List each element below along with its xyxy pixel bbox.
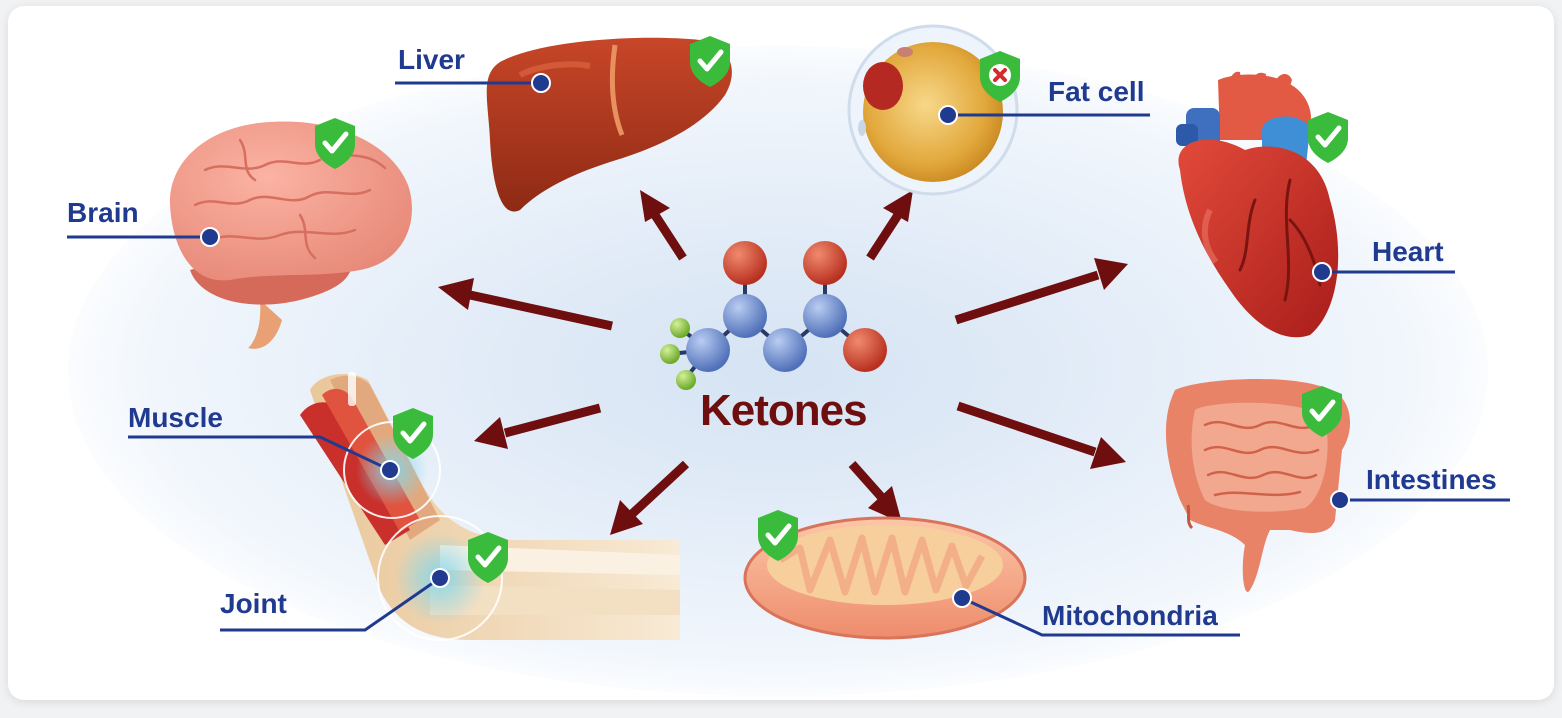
cross-shield-icon [980, 51, 1020, 102]
arrow-to-muscle [474, 403, 602, 449]
oxygen-atom [843, 328, 887, 372]
brain-illustration [169, 118, 412, 349]
intestines-illustration [1165, 378, 1351, 592]
arrow-to-mitochondria [848, 461, 902, 523]
oxygen-atom [723, 241, 767, 285]
label-mitochondria: Mitochondria [1042, 600, 1218, 631]
label-fat-cell: Fat cell [1048, 76, 1145, 107]
label-muscle: Muscle [128, 402, 223, 433]
arrow-to-brain [438, 278, 613, 331]
arm-illustration [300, 372, 680, 641]
fat-cell-illustration [847, 24, 1020, 196]
ketone-molecule [660, 241, 887, 390]
check-shield-icon [1308, 112, 1348, 163]
ketones-title: Ketones [700, 386, 868, 435]
label-heart: Heart [1372, 236, 1444, 267]
heart-illustration [1176, 71, 1348, 338]
carbon-atom [803, 294, 847, 338]
hydrogen-atom [676, 370, 696, 390]
carbon-atom [723, 294, 767, 338]
leader-dots [200, 73, 1350, 608]
arrow-to-intestines [956, 401, 1126, 469]
leader-lines [67, 81, 1510, 637]
arrow-to-heart [954, 258, 1128, 325]
carbon-atom [686, 328, 730, 372]
carbon-atom [763, 328, 807, 372]
label-joint: Joint [220, 588, 287, 619]
mitochondria-illustration [743, 510, 1027, 640]
label-brain: Brain [67, 197, 139, 228]
hydrogen-atom [670, 318, 690, 338]
label-liver: Liver [398, 44, 465, 75]
label-intestines: Intestines [1366, 464, 1497, 495]
arrow-to-liver [640, 190, 687, 261]
oxygen-atom [803, 241, 847, 285]
arrows [438, 190, 1128, 535]
arrow-to-fat-cell [866, 190, 913, 261]
hydrogen-atom [660, 344, 680, 364]
liver-illustration [486, 36, 732, 212]
arrow-to-joint [610, 460, 690, 535]
